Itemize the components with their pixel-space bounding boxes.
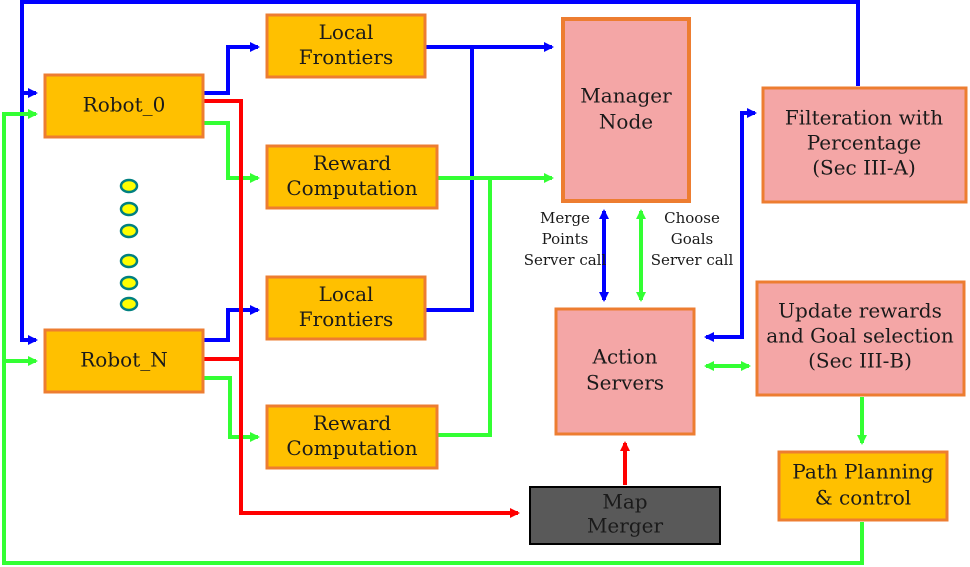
node-robot-n: Robot_N bbox=[43, 328, 205, 394]
edge-merge-points-line-1: Points bbox=[542, 230, 589, 248]
robot-ellipsis-dots bbox=[119, 178, 139, 312]
node-path-planning-line-1: & control bbox=[815, 486, 911, 510]
ellipsis-dot bbox=[119, 253, 139, 269]
node-update-rewards-line-2: (Sec III-B) bbox=[808, 349, 912, 373]
node-reward-computation-bottom-line-0: Reward bbox=[313, 411, 391, 435]
ellipsis-dot bbox=[119, 178, 139, 194]
node-robot-n-line-0: Robot_N bbox=[80, 348, 167, 372]
robot0-to-frontiers-arrow bbox=[203, 42, 260, 95]
edge-choose-goals-line-1: Goals bbox=[671, 230, 713, 248]
node-local-frontiers-top-line-1: Frontiers bbox=[299, 45, 393, 69]
ellipsis-dot bbox=[119, 275, 139, 291]
node-reward-computation-bottom-line-1: Computation bbox=[286, 436, 417, 460]
reward-bottom-to-manager-line bbox=[437, 178, 492, 437]
node-path-planning: Path Planning& control bbox=[777, 450, 949, 522]
node-manager-node-line-1: Node bbox=[599, 110, 653, 134]
node-robot-0: Robot_0 bbox=[43, 73, 205, 139]
path-planning-label: Path Planning& control bbox=[792, 460, 934, 510]
node-filteration-line-2: (Sec III-A) bbox=[812, 156, 916, 180]
node-action-servers-line-0: Action bbox=[592, 345, 658, 369]
robot-n-label: Robot_N bbox=[80, 348, 167, 372]
action-filteration-link-arrow bbox=[704, 108, 757, 342]
node-map-merger-line-0: Map bbox=[602, 490, 647, 514]
blue-feedback-loop bbox=[20, 0, 860, 345]
robotn-to-reward-arrow bbox=[203, 376, 260, 442]
node-manager-node-line-0: Manager bbox=[580, 84, 672, 108]
node-map-merger-line-1: Merger bbox=[587, 514, 664, 538]
node-filteration-line-1: Percentage bbox=[807, 131, 921, 155]
node-reward-computation-top-line-0: Reward bbox=[313, 151, 391, 175]
node-local-frontiers-top-line-0: Local bbox=[319, 20, 374, 44]
node-local-frontiers-bottom-line-1: Frontiers bbox=[299, 307, 393, 331]
robotn-to-frontiers-arrow bbox=[203, 305, 260, 342]
robot0-to-reward-arrow bbox=[203, 121, 260, 183]
edge-merge-points-line-2: Server call bbox=[524, 251, 607, 269]
edge-choose-goals-line-0: Choose bbox=[664, 209, 720, 227]
ellipsis-dot bbox=[119, 201, 139, 217]
node-reward-computation-top-line-1: Computation bbox=[286, 176, 417, 200]
robot0-to-map-merger-arrow bbox=[203, 99, 520, 518]
connectors bbox=[2, 0, 867, 565]
robot-0-label: Robot_0 bbox=[83, 93, 166, 117]
node-filteration-line-0: Filteration with bbox=[785, 106, 943, 130]
node-action-servers-line-1: Servers bbox=[586, 371, 664, 395]
ellipsis-dot bbox=[119, 223, 139, 239]
edge-merge-points-line-0: Merge bbox=[540, 209, 590, 227]
ellipsis-dot bbox=[119, 296, 139, 312]
frontiers-bottom-to-manager-line bbox=[425, 47, 474, 312]
node-update-rewards-line-0: Update rewards bbox=[778, 299, 942, 323]
node-path-planning-line-0: Path Planning bbox=[792, 460, 934, 484]
green-feedback-loop bbox=[2, 109, 864, 565]
node-update-rewards-line-1: and Goal selection bbox=[766, 324, 954, 348]
edge-choose-goals-line-2: Server call bbox=[651, 251, 734, 269]
node-robot-0-line-0: Robot_0 bbox=[83, 93, 166, 117]
node-local-frontiers-bottom-line-0: Local bbox=[319, 282, 374, 306]
